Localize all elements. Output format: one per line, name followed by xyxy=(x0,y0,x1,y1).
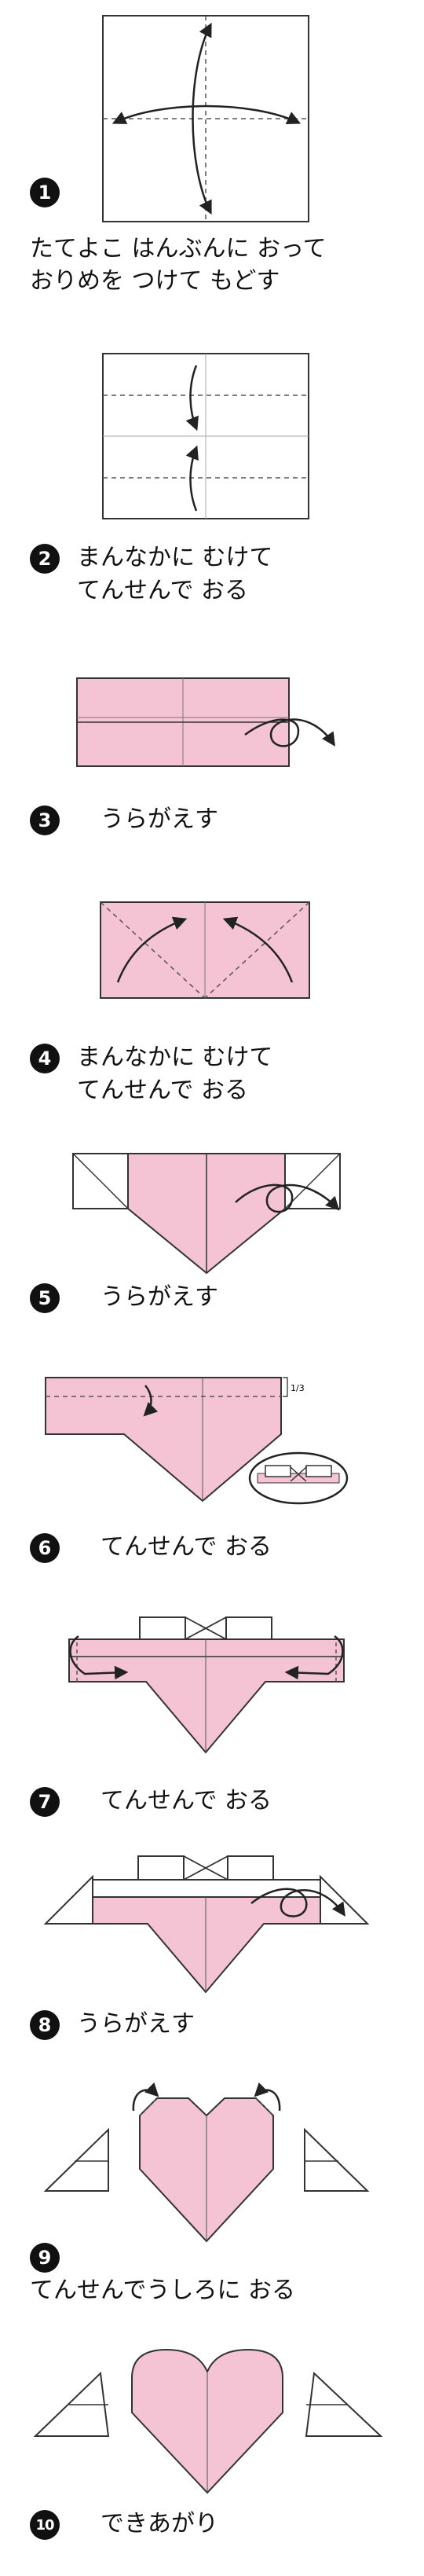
step-6-instruction: てんせんで おる xyxy=(101,1533,272,1561)
step-5-diagram xyxy=(72,1153,341,1275)
right-top-block xyxy=(227,1855,274,1881)
left-fold-arrow xyxy=(116,916,188,983)
left-top-block xyxy=(137,1855,185,1881)
step-9-instruction: てんせんでうしろに おる xyxy=(30,2277,296,2304)
detail-right-block xyxy=(305,1465,332,1477)
fraction-bracket xyxy=(283,1377,288,1397)
step-3-instruction: うらがえす xyxy=(101,805,218,833)
step-1-diagram xyxy=(102,15,309,222)
step-7-diagram xyxy=(68,1616,345,1754)
step-4-instruction-line-1: まんなかに むけて xyxy=(77,1044,273,1071)
step-10-diagram xyxy=(33,2348,383,2494)
step-2-instruction-line-1: まんなかに むけて xyxy=(77,544,273,571)
step-7-instruction: てんせんで おる xyxy=(101,1787,272,1815)
pink-heart-body xyxy=(68,1638,345,1754)
turn-over-arrow xyxy=(250,1888,345,1917)
step-2-instruction-line-2: てんせんで おる xyxy=(77,577,249,604)
right-top-fold-line xyxy=(255,2097,274,2116)
step-4: 4 まんなかに むけて てんせんで おる xyxy=(0,888,424,1124)
detail-left-block xyxy=(265,1465,291,1477)
fold-down-arrow xyxy=(185,365,199,431)
right-mountain-fold-arrow xyxy=(254,2082,281,2112)
step-1-number: 1 xyxy=(30,178,60,207)
step-10-number: 10 xyxy=(30,2510,60,2540)
right-top-block xyxy=(225,1616,272,1640)
right-fold-arrow xyxy=(284,1635,344,1680)
pink-heart-body xyxy=(92,1896,321,1994)
right-fold-arrow xyxy=(222,916,294,983)
step-2-diagram xyxy=(102,353,309,519)
left-flap-diagonal xyxy=(72,1153,129,1209)
left-wing xyxy=(43,2127,109,2192)
step-10: 10 できあがり xyxy=(0,2318,424,2576)
step-4-instruction-line-2: てんせんで おる xyxy=(77,1077,249,1104)
step-8-instruction: うらがえす xyxy=(77,2010,195,2038)
center-bow xyxy=(183,1855,228,1881)
step-6: 1/3 6 てんせんで おる xyxy=(0,1363,424,1583)
left-mountain-fold-arrow xyxy=(132,2082,159,2112)
turn-over-arrow xyxy=(235,1183,340,1213)
step-5-number: 5 xyxy=(30,1283,60,1313)
right-diagonal-fold-line xyxy=(204,901,310,999)
left-top-fold-line xyxy=(139,2097,158,2116)
fold-up-arrow xyxy=(185,445,199,512)
right-wing xyxy=(304,2127,370,2192)
left-diagonal-fold-line xyxy=(100,901,206,999)
right-wing xyxy=(320,1874,370,1925)
step-5-instruction: うらがえす xyxy=(101,1283,218,1311)
fold-down-arrow xyxy=(143,1385,159,1417)
step-10-instruction: できあがり xyxy=(101,2510,218,2537)
step-9-number: 9 xyxy=(30,2243,60,2273)
step-6-number: 6 xyxy=(30,1533,60,1563)
step-2-number: 2 xyxy=(30,544,60,574)
step-4-diagram xyxy=(100,901,310,999)
step-6-diagram: 1/3 xyxy=(45,1377,349,1505)
right-flap-diagonal xyxy=(284,1153,341,1209)
fraction-label: 1/3 xyxy=(291,1383,305,1393)
step-3-diagram xyxy=(76,677,335,767)
left-wing xyxy=(43,1874,93,1925)
step-7-number: 7 xyxy=(30,1787,60,1817)
center-bow xyxy=(185,1616,227,1640)
left-fold-arrow xyxy=(69,1635,129,1680)
step-1-instruction-line-1: たてよこ はんぶんに おって xyxy=(30,235,327,262)
step-8-diagram xyxy=(43,1855,370,1994)
step-4-number: 4 xyxy=(30,1044,60,1073)
step-2: 2 まんなかに むけて てんせんで おる xyxy=(0,330,424,629)
step-3-number: 3 xyxy=(30,805,60,835)
detail-bow xyxy=(290,1466,307,1482)
step-8-number: 8 xyxy=(30,2010,60,2040)
step-1-instruction-line-2: おりめを つけて もどす xyxy=(30,267,280,295)
horizontal-fold-arrow xyxy=(111,105,302,125)
step-9: 9 てんせんでうしろに おる xyxy=(0,2075,424,2310)
step-3: 3 うらがえす xyxy=(0,656,424,861)
turn-over-arrow xyxy=(244,718,335,747)
step-7: 7 てんせんで おる xyxy=(0,1603,424,1839)
step-5: 5 うらがえす xyxy=(0,1139,424,1328)
step-1: 1 たてよこ はんぶんに おって おりめを つけて もどす xyxy=(0,0,424,314)
step-9-diagram xyxy=(43,2082,370,2243)
left-top-block xyxy=(139,1616,186,1640)
step-8: 8 うらがえす xyxy=(0,1839,424,2067)
